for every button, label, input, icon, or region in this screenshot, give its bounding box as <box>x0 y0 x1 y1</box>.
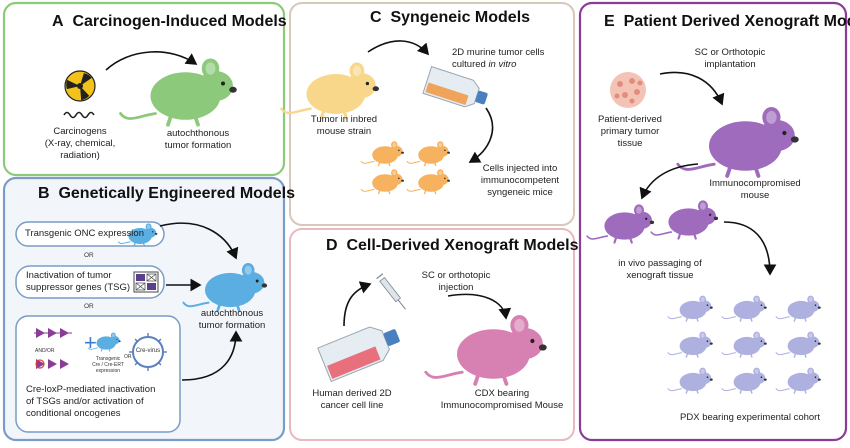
transgenic-cre-label: Transgenic Cre / Cre-ERT expression <box>92 356 124 374</box>
panel-e-title-text: Patient Derived Xenograft Models <box>623 13 850 30</box>
cell-line-label: Human derived 2D cancer cell line <box>312 388 392 411</box>
carcinogens-label: Carcinogens (X-ray, chemical, radiation) <box>44 126 116 161</box>
immunocompromised-label: Immunocompromised mouse <box>709 178 801 201</box>
pdx-cohort-label: PDX bearing experimental cohort <box>680 412 820 423</box>
autochthonous-label-a: autochthonous tumor formation <box>164 128 232 151</box>
arrow-icon <box>659 71 725 106</box>
autochthonous-label-b: autochthonous tumor formation <box>198 308 266 331</box>
tumor-tissue-label: Patient-derived primary tumor tissue <box>598 114 662 149</box>
arrow-icon <box>159 222 239 260</box>
panel-d-title-text: Cell-Derived Xenograft Models <box>346 237 579 254</box>
panel-a <box>2 1 286 177</box>
cre-virus-label: Cre-virus <box>135 348 161 354</box>
passaging-label: in vivo passaging of xenograft tissue <box>618 258 702 281</box>
arrow-icon <box>447 293 512 320</box>
implantation-label: SC or Orthotopic implantation <box>694 47 766 70</box>
panel-c <box>279 2 575 226</box>
plus-icon: + <box>84 330 97 355</box>
sc-injection-label: SC or orthotopic injection <box>421 270 491 293</box>
arrow-icon <box>367 40 430 56</box>
panel-b-title: B Genetically Engineered Models <box>38 185 295 203</box>
murine-culture-label: 2D murine tumor cells cultured in vitro <box>452 47 545 70</box>
cell-flask-icon <box>422 66 488 108</box>
cdx-label: CDX bearing Immunocompromised Mouse <box>440 388 564 411</box>
or-small-label: OR <box>124 354 132 360</box>
arrow-icon <box>181 330 243 381</box>
arrow-icon <box>468 107 494 163</box>
panel-a-letter: A <box>52 13 64 30</box>
arrow-icon <box>105 51 198 71</box>
inactivation-tsg-label: Inactivation of tumor suppressor genes (… <box>26 270 131 293</box>
panel-d <box>289 228 575 441</box>
cre-loxp-label: Cre-loxP-mediated inactivation of TSGs a… <box>26 384 156 419</box>
tumor-tissue-icon <box>610 72 646 108</box>
chemical-squiggle-icon <box>63 111 95 119</box>
virus-icon <box>129 333 167 371</box>
arrow-icon <box>723 221 777 276</box>
panel-b: + <box>2 176 286 442</box>
transgenic-onc-label: Transgenic ONC expression <box>25 228 144 239</box>
panel-e-title: E Patient Derived Xenograft Models <box>604 13 850 31</box>
arrow-icon <box>639 163 699 200</box>
syringe-icon <box>376 273 406 310</box>
panel-c-title: C Syngeneic Models <box>370 9 530 27</box>
and-or-label: AND/OR <box>35 348 55 354</box>
cell-flask-icon <box>317 326 400 383</box>
or-label-1: OR <box>84 252 94 259</box>
immunocompetent-label: Cells injected into immunocompetent syng… <box>480 163 560 198</box>
panel-d-letter: D <box>326 237 338 254</box>
arrow-icon <box>343 281 372 327</box>
panel-a-title: A Carcinogen-Induced Models <box>52 13 287 31</box>
panel-e-letter: E <box>604 13 615 30</box>
inbred-strain-label: Tumor in inbred mouse strain <box>310 114 378 137</box>
panel-b-letter: B <box>38 185 50 202</box>
panel-c-title-text: Syngeneic Models <box>390 9 531 26</box>
panel-a-title-text: Carcinogen-Induced Models <box>72 13 287 30</box>
gene-construct-icon <box>34 328 72 369</box>
panel-c-letter: C <box>370 9 382 26</box>
panel-e <box>578 1 848 442</box>
panel-b-title-text: Genetically Engineered Models <box>58 185 295 202</box>
dna-cassette-icon <box>133 271 159 293</box>
radiation-icon <box>64 70 96 102</box>
or-label-2: OR <box>84 303 94 310</box>
panel-d-title: D Cell-Derived Xenograft Models <box>326 237 579 255</box>
